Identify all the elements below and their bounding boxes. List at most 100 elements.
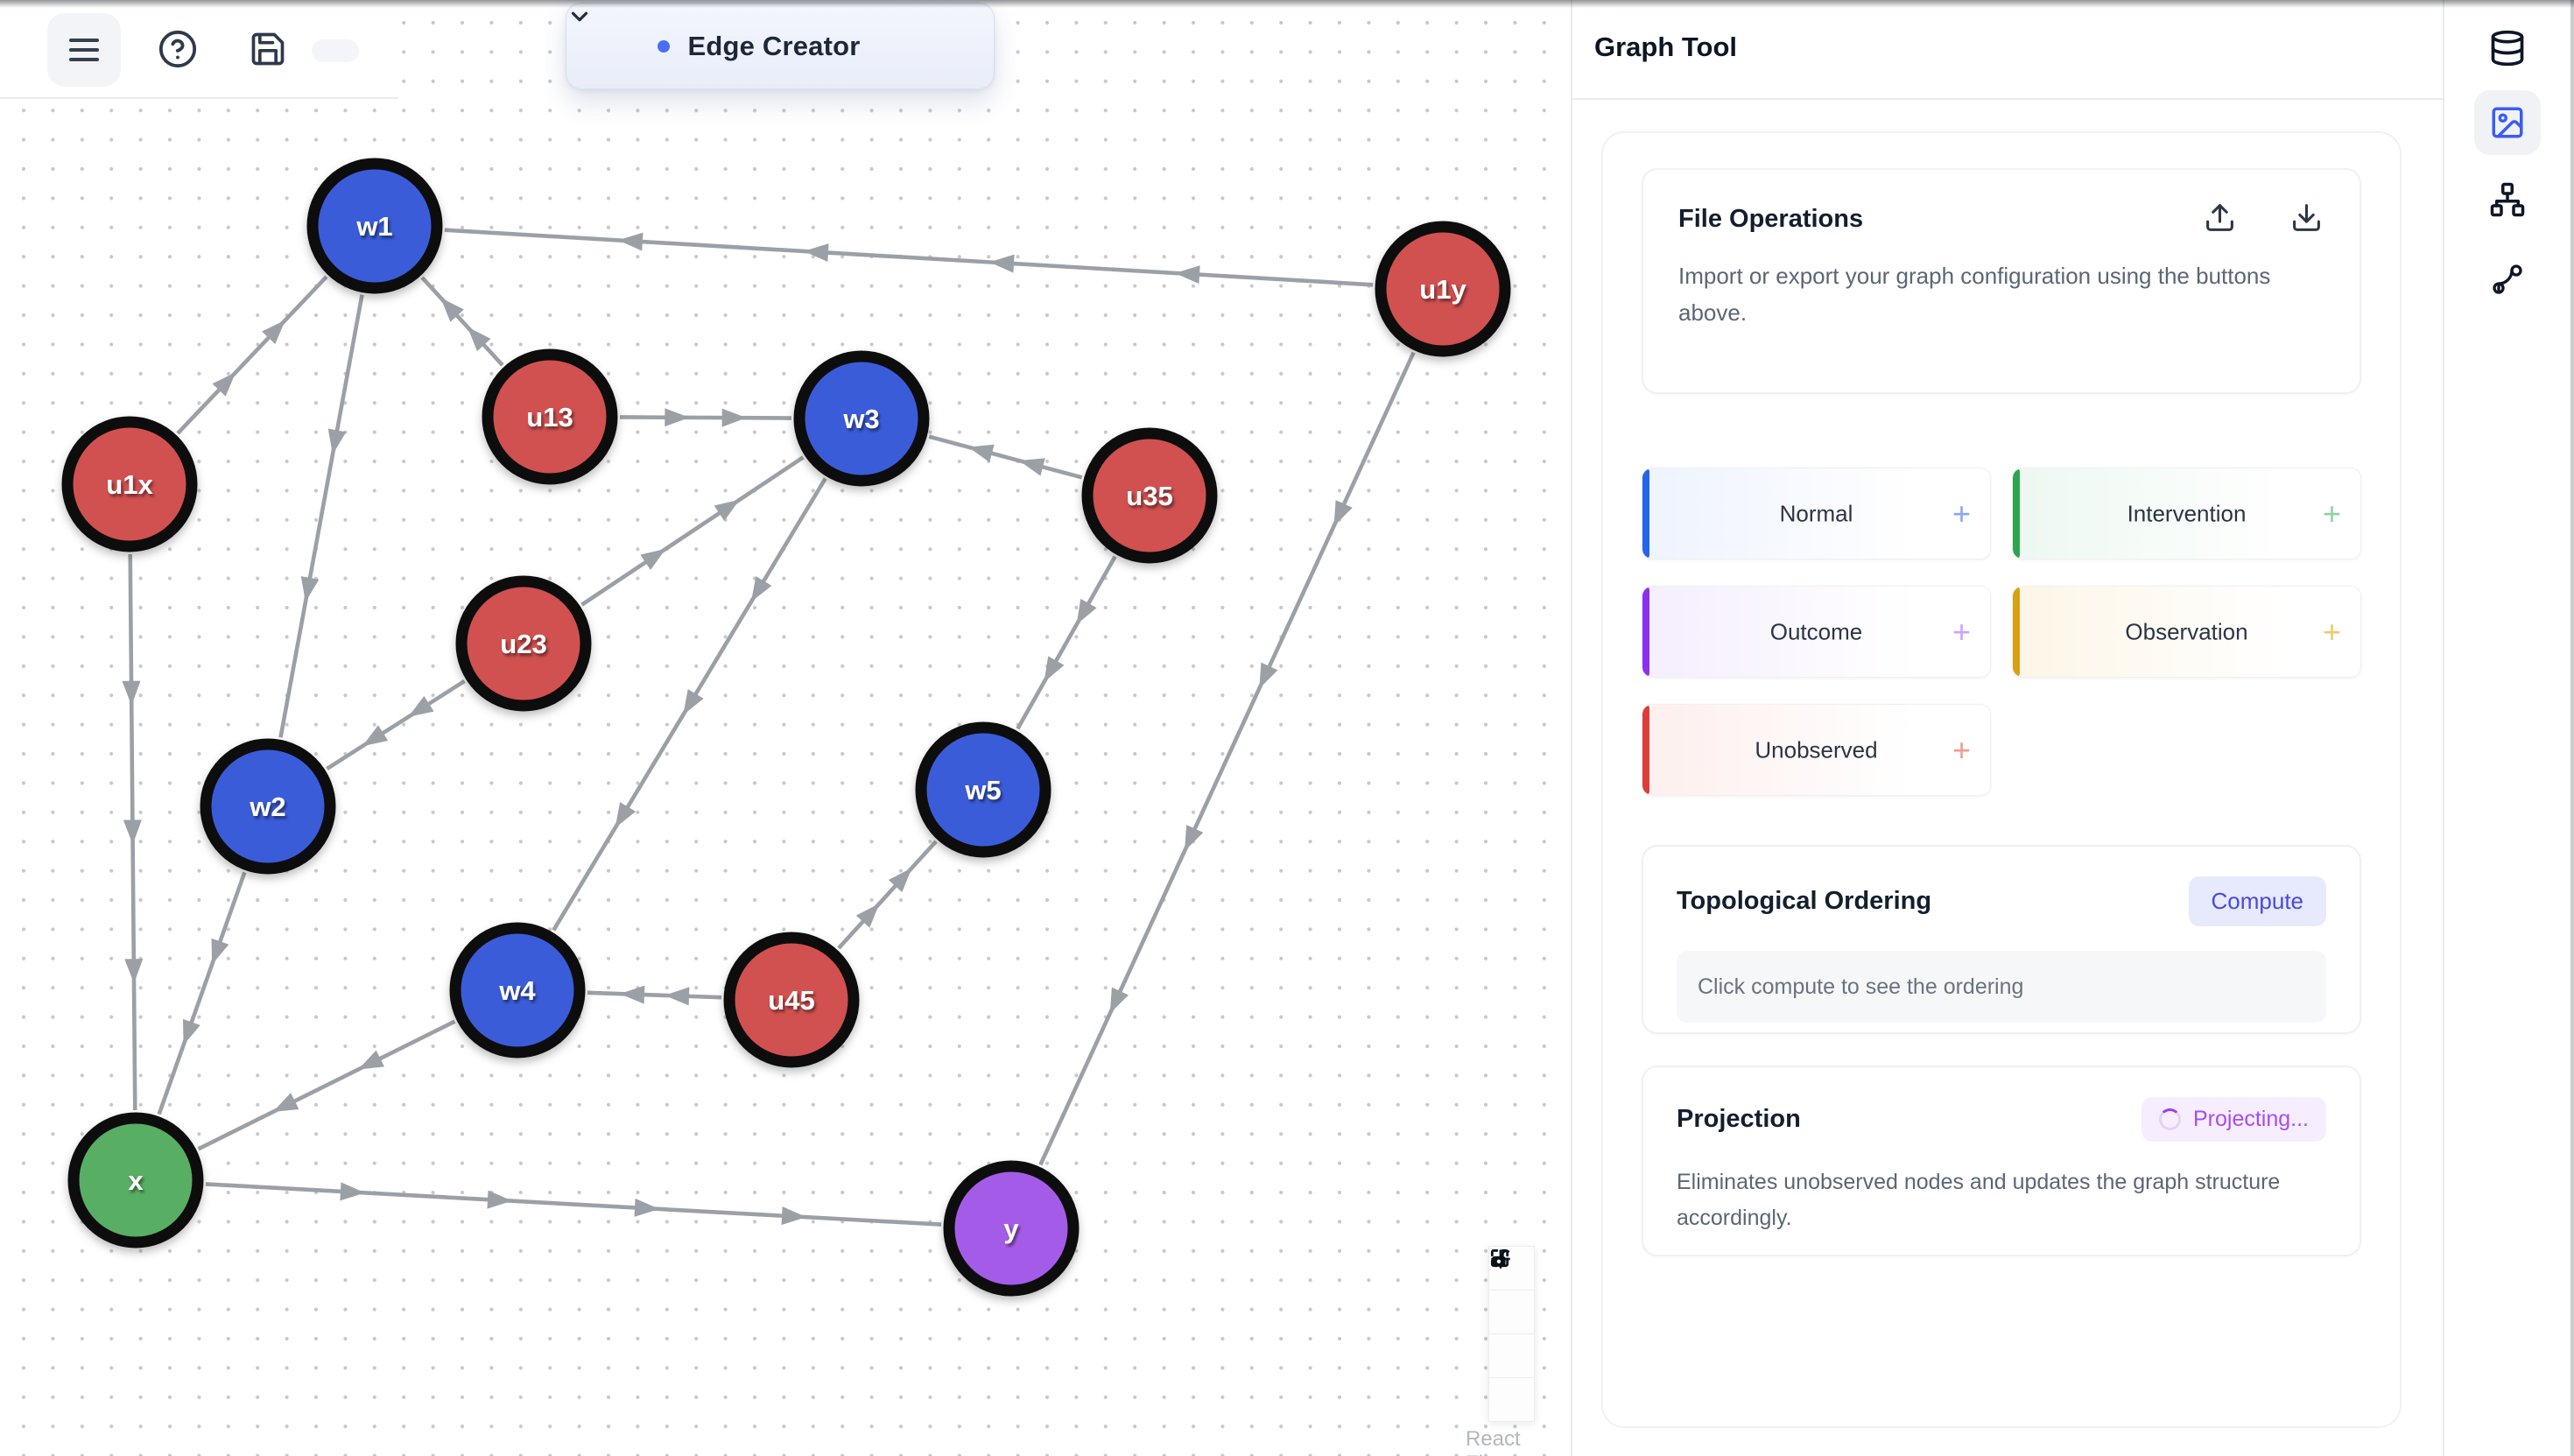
graph-node-u13[interactable]: u13	[482, 348, 618, 485]
panel-divider	[1572, 98, 2443, 100]
database-tab[interactable]	[2482, 23, 2533, 74]
graph-node-y[interactable]: y	[943, 1160, 1080, 1297]
accent-bar	[1642, 587, 1649, 677]
svg-text:w1: w1	[355, 211, 392, 242]
svg-text:u23: u23	[500, 629, 546, 659]
mode-label: Edge Creator	[687, 30, 861, 61]
mode-dot	[658, 39, 671, 53]
node-type-label: Intervention	[2127, 500, 2247, 526]
graph-nodes: w1 u1x u13 w3 u35 u1y u23 w2 w5 w4 u45 x y	[61, 158, 1511, 1297]
node-type-label: Unobserved	[1755, 736, 1878, 763]
graph-node-u45[interactable]: u45	[723, 932, 860, 1068]
node-type-label: Observation	[2125, 618, 2248, 644]
accent-bar	[1642, 705, 1649, 795]
node-type-label: Outcome	[1769, 618, 1863, 644]
graph-node-u35[interactable]: u35	[1081, 427, 1218, 564]
image-tab[interactable]	[2474, 90, 2541, 155]
svg-text:w3: w3	[842, 404, 879, 434]
compute-button[interactable]: Compute	[2188, 876, 2326, 926]
toggle-placeholder[interactable]	[312, 39, 359, 62]
svg-text:w2: w2	[249, 791, 285, 822]
graph-node-w2[interactable]: w2	[200, 738, 336, 875]
node-type-observation-button[interactable]: Observation +	[2012, 586, 2361, 678]
svg-text:u35: u35	[1126, 481, 1172, 511]
projecting-button[interactable]: Projecting...	[2141, 1097, 2326, 1142]
graph-node-w4[interactable]: w4	[449, 922, 586, 1059]
svg-text:u1y: u1y	[1419, 274, 1466, 305]
plus-icon: +	[2322, 495, 2341, 531]
graph-edge-u1x-x[interactable]	[122, 553, 144, 1111]
graph-node-u23[interactable]: u23	[455, 575, 592, 712]
graph-node-u1x[interactable]: u1x	[61, 416, 198, 552]
right-icon-strip	[2443, 0, 2574, 1456]
node-type-grid: Normal + Intervention + Outcome + Observation +…	[1642, 468, 2361, 796]
svg-text:w5: w5	[964, 775, 1001, 805]
graph-edge-w2-x[interactable]	[157, 871, 247, 1115]
download-icon	[2290, 201, 2323, 234]
svg-text:u13: u13	[526, 402, 573, 433]
graph-edge-u1y-w1[interactable]	[444, 228, 1374, 287]
import-button[interactable]	[2204, 201, 2236, 234]
topological-ordering-title: Topological Ordering	[1677, 887, 1932, 915]
graph-edge-u35-w5[interactable]	[1016, 555, 1117, 730]
node-type-label: Normal	[1779, 500, 1853, 526]
database-icon	[2488, 29, 2527, 67]
lock-button[interactable]	[1488, 1249, 1535, 1422]
node-type-normal-button[interactable]: Normal +	[1642, 468, 1991, 559]
graph-edge-u45-w5[interactable]	[837, 840, 938, 950]
graph-edge-x-y[interactable]	[205, 1182, 942, 1227]
accent-bar	[2013, 468, 2020, 559]
spinner-icon	[2158, 1108, 2181, 1130]
graph-node-w1[interactable]: w1	[306, 158, 443, 294]
graph-edge-w4-x[interactable]	[197, 1019, 456, 1151]
sitemap-tab[interactable]	[2482, 174, 2533, 225]
graph-edge-w3-w4[interactable]	[552, 477, 827, 932]
graph-node-x[interactable]: x	[67, 1112, 204, 1249]
graph-edge-u1x-w1[interactable]	[176, 275, 328, 435]
graph-edge-u23-w3[interactable]	[580, 455, 805, 607]
fit-view-button[interactable]	[1488, 1249, 1535, 1378]
node-type-intervention-button[interactable]: Intervention +	[2012, 468, 2361, 559]
panel-body-card: File Operations	[1601, 131, 2402, 1428]
rf-controls	[1488, 1246, 1535, 1422]
save-button[interactable]	[249, 30, 289, 70]
file-operations-description: Import or export your graph configuratio…	[1678, 263, 2271, 326]
canvas-toolbar	[0, 0, 398, 99]
canvas-dot-background[interactable]	[0, 0, 1571, 1456]
graph-edge-w1-w2[interactable]	[278, 294, 364, 738]
graph-edge-u45-w4[interactable]	[587, 985, 722, 1006]
edge-mode-dropdown[interactable]: Edge Creator	[566, 3, 995, 89]
graph-node-u1y[interactable]: u1y	[1375, 221, 1511, 357]
menu-button[interactable]	[47, 13, 121, 87]
projection-title: Projection	[1677, 1105, 1801, 1133]
side-panel: Graph Tool File Operations	[1571, 0, 2443, 1456]
graph-node-w5[interactable]: w5	[915, 721, 1051, 858]
plus-icon: +	[2322, 613, 2341, 650]
zoom-out-button[interactable]	[1488, 1257, 1535, 1334]
projection-card: Projection Projecting... Eliminates unob…	[1642, 1066, 2361, 1256]
node-type-unobserved-button[interactable]: Unobserved+	[1642, 704, 1991, 796]
help-button[interactable]	[158, 29, 200, 71]
upload-icon	[2204, 201, 2236, 234]
node-type-outcome-button[interactable]: Outcome +	[1642, 586, 1991, 678]
sitemap-icon	[2489, 181, 2526, 218]
plus-icon: +	[1952, 613, 1971, 650]
svg-text:y: y	[1003, 1213, 1019, 1244]
file-operations-card: File Operations	[1642, 168, 2361, 394]
menu-icon	[69, 32, 99, 67]
svg-text:u1x: u1x	[106, 469, 153, 500]
graph-edge-u13-w3[interactable]	[619, 408, 792, 427]
plus-icon: +	[1952, 495, 1971, 531]
graph-canvas[interactable]: w1 u1x u13 w3 u35 u1y u23 w2 w5 w4 u45 x y	[0, 0, 1571, 1456]
graph-edge-u35-w3[interactable]	[928, 434, 1083, 480]
graph-edge-u13-w1[interactable]	[420, 276, 504, 367]
graph-edge-u23-w2[interactable]	[326, 679, 466, 770]
accent-bar	[2013, 587, 2020, 677]
graph-edge-u1y-y[interactable]	[1038, 351, 1416, 1166]
graph-node-w3[interactable]: w3	[793, 350, 930, 487]
git-branch-tab[interactable]	[2482, 254, 2533, 305]
export-button[interactable]	[2290, 201, 2323, 234]
react-flow-attribution[interactable]: React Flow	[1466, 1427, 1521, 1456]
graph-svg[interactable]: w1 u1x u13 w3 u35 u1y u23 w2 w5 w4 u45 x y	[0, 0, 1571, 1456]
